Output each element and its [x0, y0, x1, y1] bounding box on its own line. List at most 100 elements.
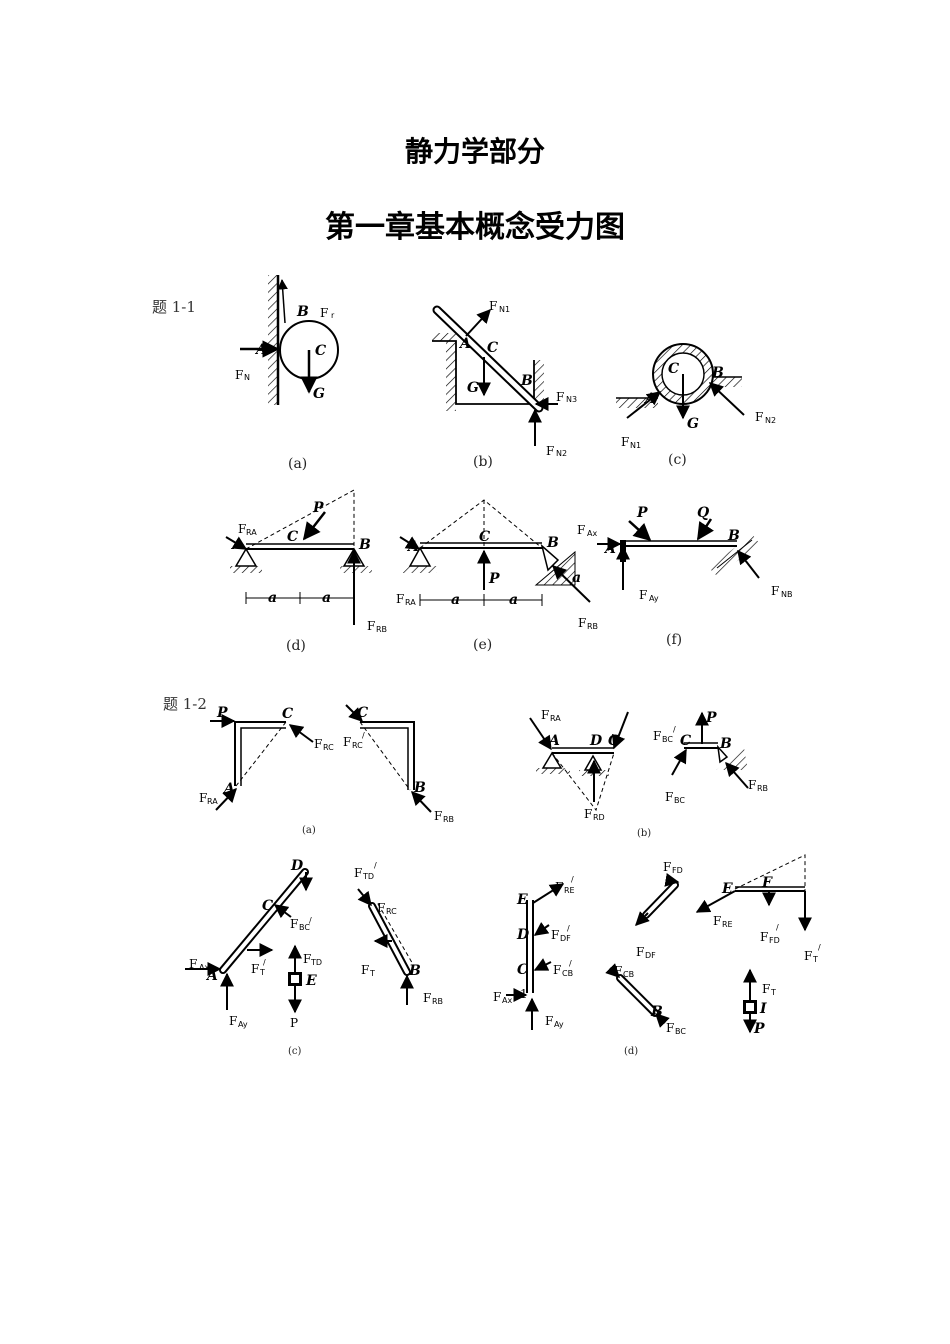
point-B: B	[520, 373, 533, 389]
label-RC: RC	[352, 741, 363, 750]
point-1: 1	[520, 987, 528, 1001]
label-F: F	[760, 930, 768, 944]
force-FDF-prime-arrow	[533, 921, 550, 936]
point-A: A	[230, 537, 243, 553]
label-Ax: Ax	[502, 996, 512, 1005]
label-prime: /	[374, 861, 377, 870]
force-FRB-arrow	[411, 790, 432, 813]
angle-a: a	[572, 570, 581, 586]
label-N2: N2	[556, 449, 567, 458]
label-F: F	[354, 866, 362, 880]
force-FRC-prime-arrow	[671, 748, 687, 776]
force-P-arrow	[628, 520, 652, 542]
diagram-stroke	[734, 854, 806, 891]
label-RA: RA	[246, 528, 257, 537]
force-FBC-arrow	[655, 1013, 670, 1028]
point-P: P	[216, 705, 228, 721]
label-F: F	[361, 963, 369, 977]
label-prime: /	[776, 923, 779, 932]
force-FTD-prime-arrow	[357, 888, 372, 907]
problem-label-1-2: 题 1-2	[163, 695, 207, 713]
diagram-stroke	[235, 721, 287, 787]
diagram-1-2d: E D C 1 F RE / F DF / F CB / F Ax F Ay (…	[493, 854, 821, 1057]
point-P: P	[705, 710, 717, 726]
diagram-stroke	[534, 360, 544, 404]
label-T: T	[770, 988, 776, 997]
label-prime: /	[309, 916, 312, 925]
label-F: F	[238, 522, 246, 536]
label-F: F	[639, 588, 647, 602]
force-FRC-prime-arrow	[345, 704, 363, 722]
point-G: G	[467, 380, 479, 396]
diagram-stroke	[403, 566, 437, 573]
label-F: F	[235, 368, 243, 382]
point-A: A	[547, 733, 560, 749]
label-F: F	[748, 778, 756, 792]
point-A: A	[643, 391, 656, 407]
label-Ax: Ax	[587, 529, 597, 538]
label-TD: TD	[362, 872, 374, 881]
diagram-stroke	[536, 768, 570, 774]
label-RE: RE	[722, 920, 733, 929]
diagram-stroke	[240, 727, 286, 786]
caption-1-1b: (b)	[473, 454, 493, 470]
caption-1-1a: (a)	[288, 456, 307, 472]
force-FRA-arrow	[215, 787, 237, 811]
label-prime: /	[567, 924, 570, 933]
label-RA: RA	[207, 797, 218, 806]
point-D: D	[290, 858, 304, 874]
diagram-stroke	[616, 398, 658, 408]
label-N1: N1	[630, 441, 641, 450]
label-F: F	[555, 880, 563, 894]
label-F: F	[665, 790, 673, 804]
point-C: C	[517, 962, 528, 978]
point-B: B	[413, 780, 426, 796]
diagram-stroke	[716, 744, 729, 764]
caption-1-1c: (c)	[668, 452, 687, 468]
point-D: D	[516, 927, 530, 943]
label-F: F	[663, 860, 671, 874]
caption-1-2d: (d)	[624, 1046, 638, 1057]
point-E: E	[516, 892, 528, 908]
label-prime: /	[362, 731, 365, 740]
diagram-stroke	[340, 566, 372, 573]
label-F: F	[577, 523, 585, 537]
label-F: F	[251, 962, 259, 976]
label-r: r	[331, 311, 335, 320]
point-B: B	[727, 528, 740, 544]
label-prime: /	[263, 958, 266, 967]
point-B: B	[358, 537, 371, 553]
label-F: F	[493, 990, 501, 1004]
diagram-stroke	[377, 903, 415, 967]
label-F: F	[666, 1021, 674, 1035]
diagram-1-1b: A C B G F N1 F N3 F N2 (b)	[432, 299, 577, 470]
diagram-stroke	[618, 976, 657, 1015]
caption-1-2c: (c)	[288, 1046, 302, 1057]
label-prime: /	[818, 943, 821, 952]
diagram-stroke	[432, 340, 535, 405]
label-F: F	[553, 963, 561, 977]
label-N3: N3	[566, 395, 577, 404]
point-B: B	[711, 365, 724, 381]
dim-a: a	[509, 592, 518, 608]
point-E: E	[721, 881, 733, 897]
diagram-stroke	[245, 489, 355, 600]
label-BC: BC	[299, 923, 310, 932]
force-FCB-arrow	[605, 963, 620, 978]
label-T: T	[812, 955, 818, 964]
point-C: C	[282, 706, 293, 722]
label-F: F	[189, 957, 197, 971]
diagram-1-1c: C B A G F N1 F N2 (c)	[616, 343, 776, 468]
point-C: C	[608, 733, 619, 749]
label-T: T	[369, 969, 375, 978]
label-N: N	[244, 373, 250, 382]
point-D: D	[589, 733, 603, 749]
caption-1-1e: (e)	[473, 637, 492, 653]
diagram-stroke	[370, 904, 409, 974]
diagram-stroke	[360, 727, 409, 790]
label-F: F	[423, 991, 431, 1005]
diagram-stroke	[234, 721, 286, 786]
force-FRA-arrow	[399, 536, 421, 550]
force-FN1-arrow	[626, 391, 662, 419]
point-C: C	[680, 733, 691, 749]
